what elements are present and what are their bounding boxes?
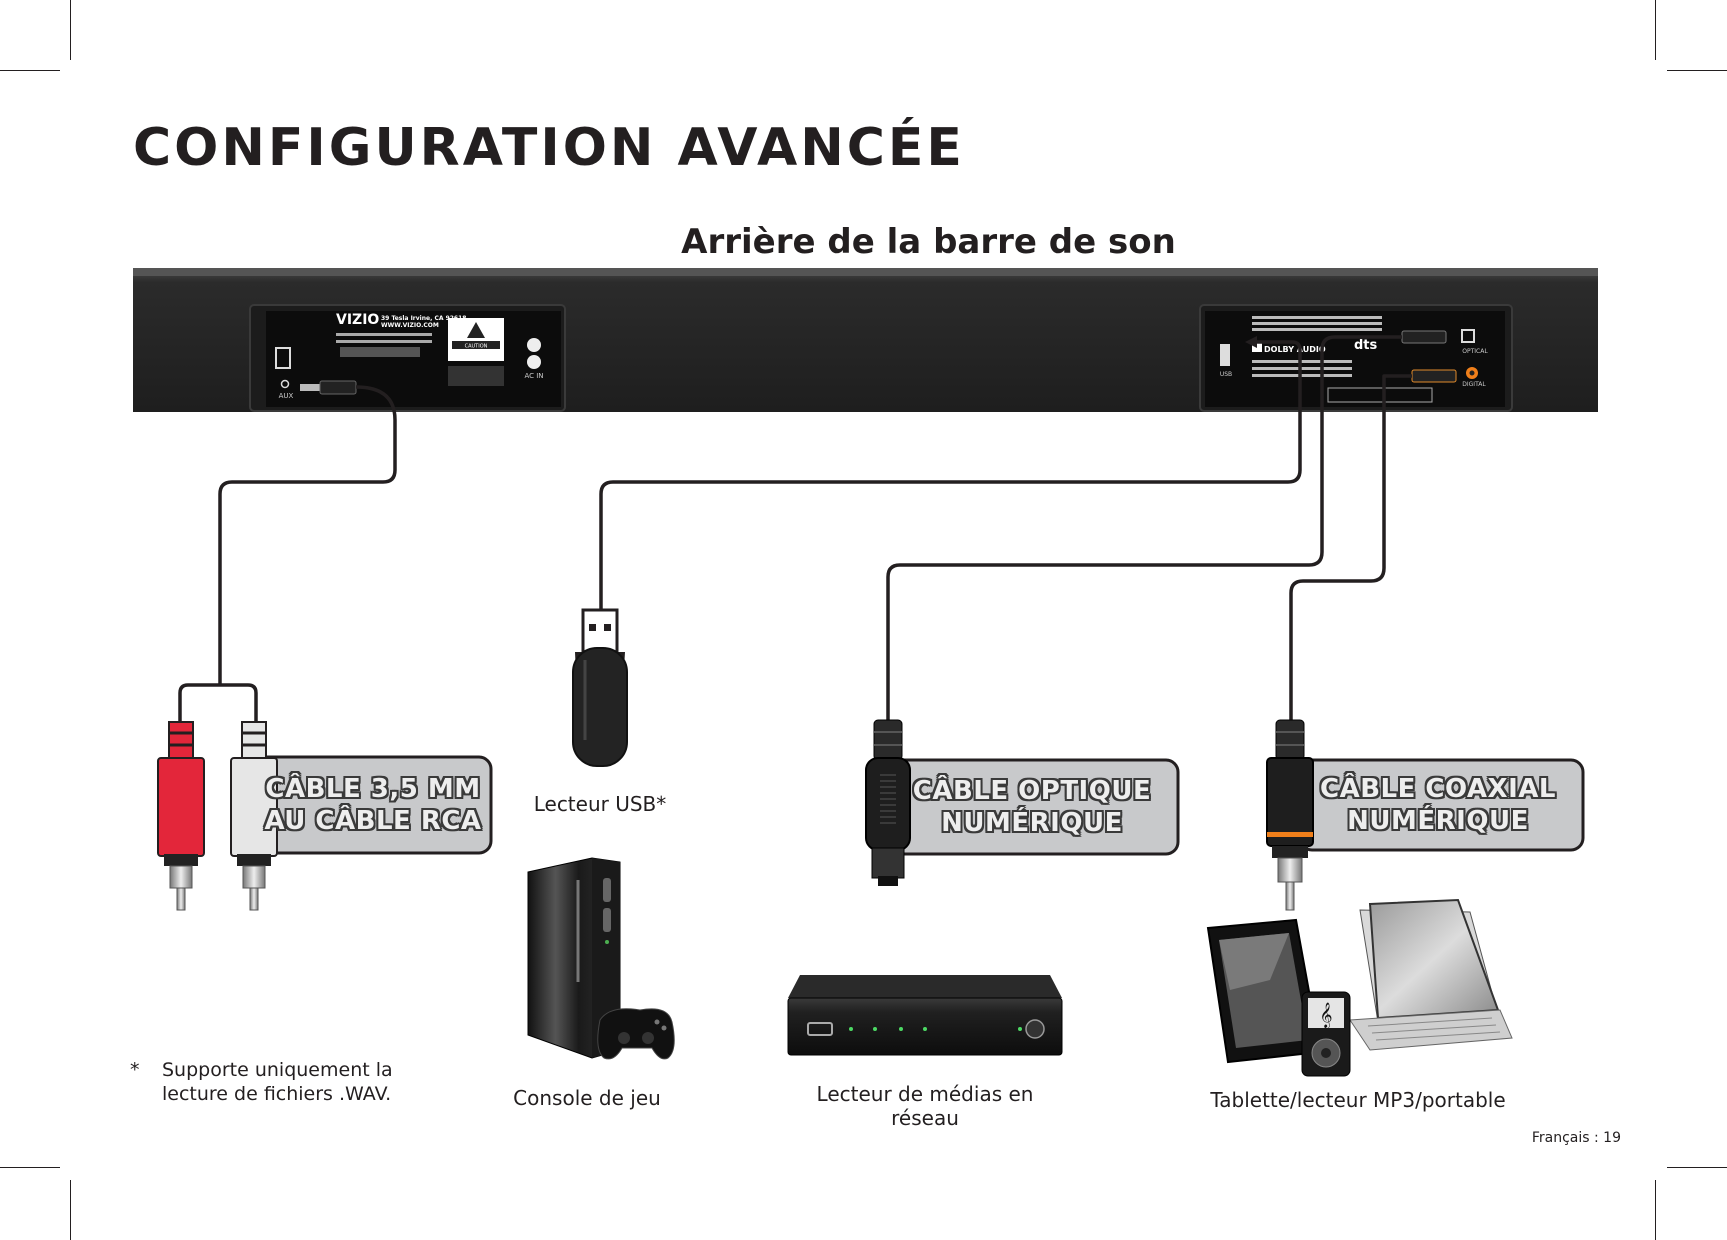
game-console-label: Console de jeu (513, 1086, 661, 1110)
aux-cable (218, 385, 397, 685)
crop-mark (1655, 1180, 1656, 1240)
coaxial-cable (1289, 374, 1412, 720)
website-label: WWW.VIZIO.COM (381, 322, 439, 329)
crop-mark (1667, 1167, 1727, 1168)
footnote-mark: * (130, 1059, 140, 1081)
ac-in-label: AC IN (524, 372, 543, 380)
crop-mark (1667, 70, 1727, 71)
usb-drive (572, 608, 628, 767)
music-note-icon: 𝄞 (1319, 1002, 1332, 1028)
coaxial-cable-callout: CÂBLE COAXIAL NUMÉRIQUE (1320, 774, 1556, 836)
rca-split-white (220, 683, 258, 722)
usb-drive-label: Lecteur USB* (533, 792, 667, 816)
brand-label: VIZIO (336, 312, 379, 328)
address-label: 39 Tesla Irvine, CA 92618 (381, 315, 466, 322)
game-console-illustration (527, 857, 935, 1060)
dolby-logo: DOLBY AUDIO (1264, 345, 1326, 354)
optical-port-label: OPTICAL (1462, 348, 1488, 355)
usb-arrow (1245, 336, 1257, 348)
dts-logo: dts (1354, 338, 1378, 353)
crop-mark (70, 1180, 71, 1240)
footnote-text: Supporte uniquement la lecture de fichie… (162, 1059, 393, 1105)
page-number: Français : 19 (1531, 1130, 1621, 1146)
usb-port-label: USB (1220, 371, 1232, 378)
rca-white-plug (230, 721, 278, 911)
usb-cable (599, 340, 1302, 612)
crop-mark (0, 1167, 60, 1168)
portable-devices-illustration: 𝄞 (1206, 898, 1513, 1077)
caution-label: CAUTION (465, 344, 488, 350)
rca-cable-callout: CÂBLE 3,5 MM AU CÂBLE RCA (264, 774, 482, 836)
rca-red-plug (157, 721, 205, 911)
cables (178, 335, 1412, 722)
diagram-subtitle: Arrière de la barre de son (681, 222, 1176, 262)
crop-mark (1655, 0, 1656, 60)
media-player-illustration (787, 975, 1063, 1056)
rca-split-red (178, 683, 220, 722)
page-title: CONFIGURATION AVANCÉE (133, 118, 965, 178)
portable-devices-label: Tablette/lecteur MP3/portable (1210, 1088, 1506, 1112)
digital-port-label: DIGITAL (1462, 381, 1486, 388)
crop-mark (70, 0, 71, 60)
optical-plug (865, 719, 911, 886)
soundbar-rear: AUX VIZIO 39 Tesla Irvine, CA 92618 WWW.… (133, 268, 1598, 412)
aux-port-label: AUX (279, 392, 294, 400)
optical-cable-callout: CÂBLE OPTIQUE NUMÉRIQUE (912, 776, 1152, 838)
coaxial-plug (1266, 719, 1314, 911)
crop-mark (0, 70, 60, 71)
optical-cable (886, 335, 1402, 720)
media-player-label: Lecteur de médias en réseau (816, 1082, 1034, 1130)
